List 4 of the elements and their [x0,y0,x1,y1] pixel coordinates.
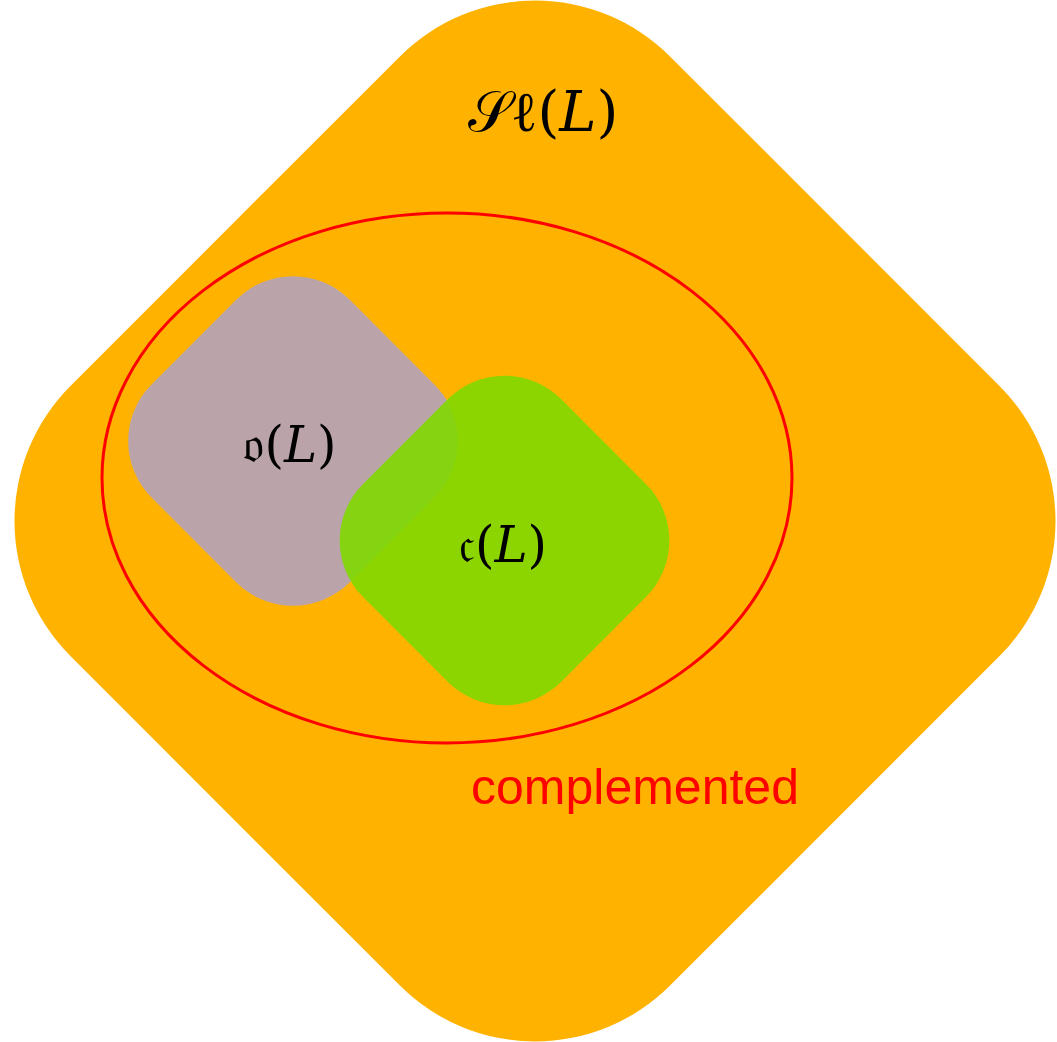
set-label: 𝒮ℓ(𝐿) [467,84,619,140]
set-label: 𝔠(𝐿) [458,520,548,570]
set-label: 𝔬(𝐿) [243,420,337,470]
set-label: complemented [471,762,799,812]
